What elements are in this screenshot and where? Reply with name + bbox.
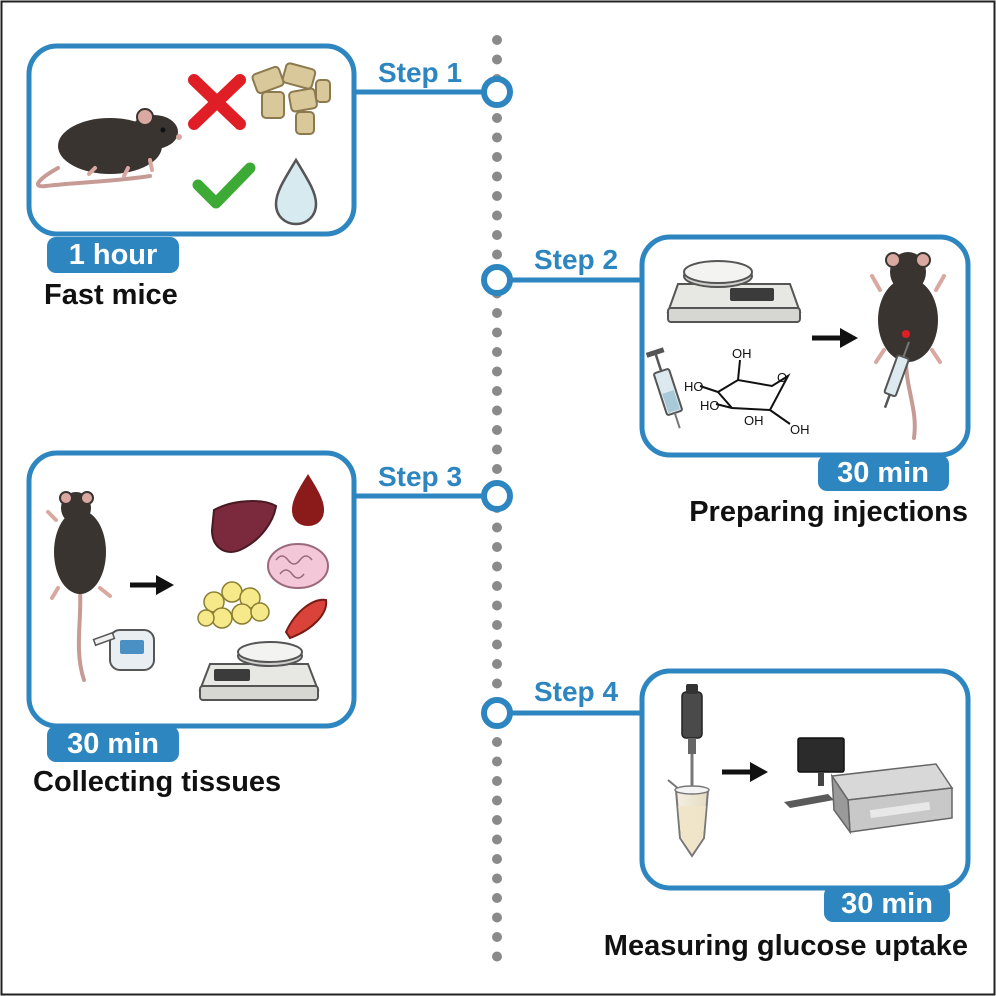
arrow-icon bbox=[130, 575, 174, 595]
brain-icon bbox=[267, 543, 329, 589]
step-3-duration: 30 min bbox=[67, 728, 159, 760]
step-1-duration-badge bbox=[47, 237, 179, 273]
step-4-title: Measuring glucose uptake bbox=[604, 930, 968, 962]
step-4-card bbox=[639, 668, 971, 891]
step-3-title: Collecting tissues bbox=[33, 766, 281, 798]
step-2-node bbox=[481, 264, 513, 296]
glucose-label-oh-top: OH bbox=[732, 346, 752, 361]
step-4-label: Step 4 bbox=[534, 676, 618, 707]
step-4-duration-badge bbox=[824, 886, 950, 922]
balance-icon bbox=[666, 260, 802, 323]
step-2: Step 2 OH HO HO OH bbox=[481, 234, 971, 528]
glucose-structure-icon: OH HO HO OH O OH bbox=[684, 346, 810, 437]
step-3-node bbox=[481, 480, 513, 512]
arrow-icon bbox=[812, 328, 858, 348]
food-pellets-icon bbox=[251, 62, 331, 135]
check-icon bbox=[192, 162, 256, 209]
step-4-duration: 30 min bbox=[841, 888, 933, 920]
homogenizer-icon bbox=[681, 684, 703, 812]
mouse-icon bbox=[46, 491, 112, 682]
glucose-label-oh-mid: OH bbox=[744, 413, 764, 428]
tube-icon bbox=[667, 779, 710, 858]
liver-icon bbox=[210, 500, 278, 553]
step-1-label: Step 1 bbox=[378, 57, 462, 88]
step-1-node bbox=[481, 76, 513, 108]
water-drop-icon bbox=[274, 157, 318, 226]
blood-drop-icon bbox=[292, 474, 324, 526]
scanner-icon bbox=[784, 737, 954, 835]
step-4-node bbox=[481, 697, 513, 729]
fat-tissue-icon bbox=[197, 581, 270, 629]
glucose-label-ho-left: HO bbox=[684, 379, 704, 394]
step-1-title: Fast mice bbox=[44, 279, 178, 311]
step-3: Step 3 bbox=[26, 450, 513, 798]
muscle-icon bbox=[284, 598, 328, 640]
step-1-duration: 1 hour bbox=[69, 239, 158, 271]
cross-icon bbox=[188, 74, 246, 130]
mouse-icon bbox=[36, 108, 182, 189]
mouse-injection-icon bbox=[870, 252, 946, 440]
arrow-icon bbox=[722, 762, 768, 782]
step-3-label: Step 3 bbox=[378, 461, 462, 492]
step-2-duration-badge bbox=[818, 455, 949, 491]
glucometer-icon bbox=[92, 629, 155, 671]
glucose-label-ho-bottom: HO bbox=[700, 398, 720, 413]
step-2-duration: 30 min bbox=[837, 457, 929, 489]
glucose-label-o-ring: O bbox=[777, 370, 787, 385]
step-3-duration-badge bbox=[47, 726, 179, 762]
step-4: Step 4 bbox=[481, 668, 971, 962]
step-2-label: Step 2 bbox=[534, 244, 618, 275]
syringe-icon bbox=[645, 347, 683, 429]
balance-icon bbox=[198, 641, 320, 701]
glucose-label-oh-right: OH bbox=[790, 422, 810, 437]
step-1: Step 1 bbox=[26, 43, 513, 311]
step-2-title: Preparing injections bbox=[689, 496, 968, 528]
